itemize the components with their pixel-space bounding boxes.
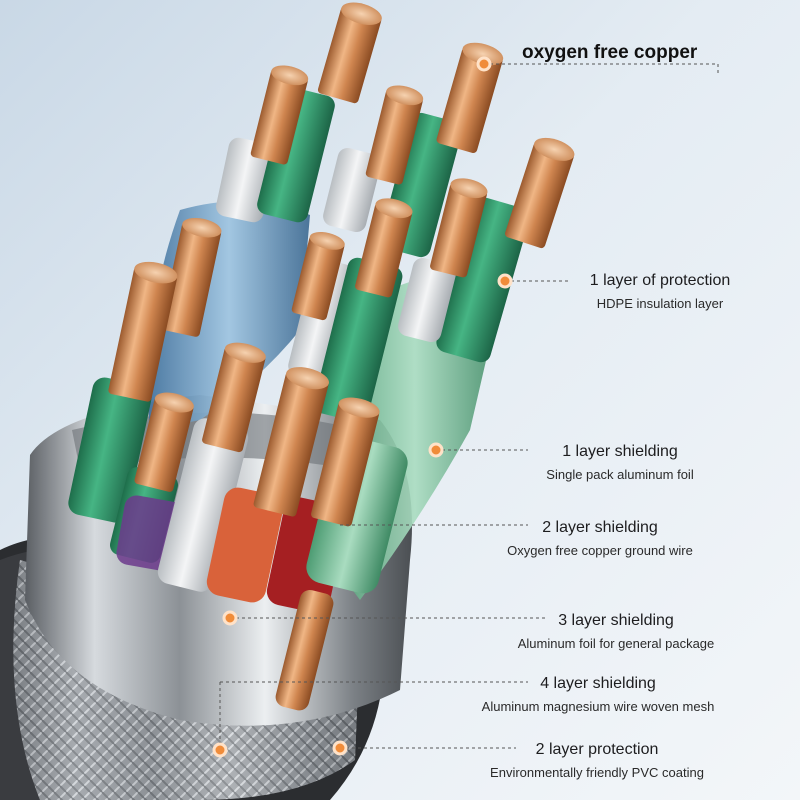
callout-shielding-2-title: 2 layer shielding [542,519,658,536]
callout-protection-2: 2 layer protection Environmentally frien… [462,741,732,780]
leader-oxygen-copper [484,63,719,76]
callout-shielding-2-sub: Oxygen free copper ground wire [507,543,693,558]
callout-oxygen-free-copper: oxygen free copper [522,42,698,63]
leader-lines [219,63,719,750]
wire-bundle [68,87,530,613]
callout-shielding-1: 1 layer shielding Single pack aluminum f… [520,443,720,482]
copper-conductors [108,2,575,711]
callout-protection-2-sub: Environmentally friendly PVC coating [490,765,704,780]
marker-protection-1 [497,273,513,289]
callout-shielding-3-sub: Aluminum foil for general package [517,636,715,651]
callout-shielding-3-title: 3 layer shielding [558,612,674,629]
callout-shielding-4-sub: Aluminum magnesium wire woven mesh [481,699,715,714]
marker-shielding-4 [212,742,228,758]
callout-protection-2-title: 2 layer protection [535,741,659,758]
callout-markers [212,56,513,758]
callout-shielding-1-sub: Single pack aluminum foil [546,467,694,482]
leader-shielding-4 [219,681,528,750]
callout-shielding-1-title: 1 layer shielding [562,443,678,460]
callout-shielding-4-title: 4 layer shielding [540,675,656,692]
callout-protection-1: 1 layer of protection HDPE insulation la… [560,272,760,311]
callout-shielding-3: 3 layer shielding Aluminum foil for gene… [496,612,736,651]
marker-shielding-3 [222,610,238,626]
callout-shielding-4: 4 layer shielding Aluminum magnesium wir… [456,675,740,714]
marker-protection-2 [332,740,348,756]
callout-protection-1-title: 1 layer of protection [589,272,731,289]
callout-protection-1-sub: HDPE insulation layer [596,296,724,311]
marker-oxygen-copper [476,56,492,72]
callout-shielding-2: 2 layer shielding Oxygen free copper gro… [480,519,720,558]
marker-shielding-1 [428,442,444,458]
